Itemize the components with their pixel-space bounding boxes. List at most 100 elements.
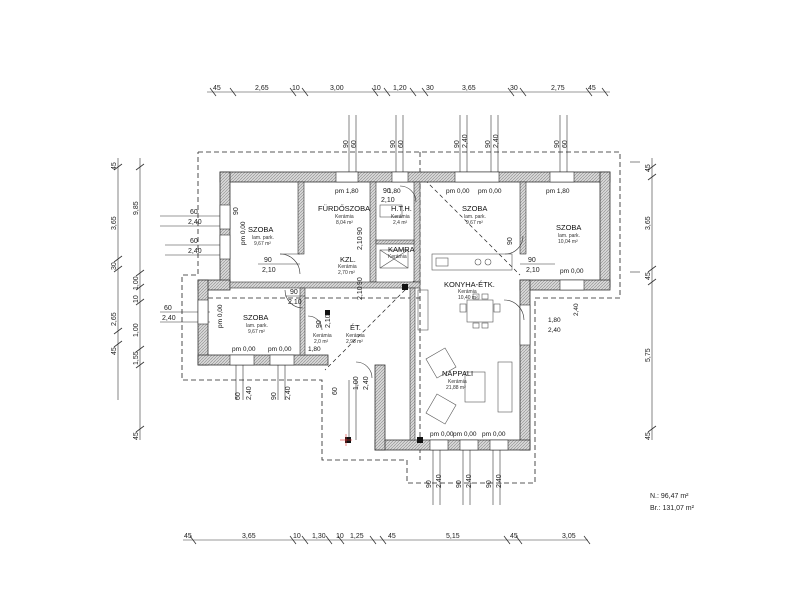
sill-14: pm 0,00 (482, 431, 506, 438)
bw-3a: 90 (426, 480, 433, 488)
room-nappali: NAPPALI Kerámia 21,88 m² (442, 369, 473, 391)
sill-5: pm 1,80 (546, 188, 570, 195)
sill-6: pm 0,00 (240, 221, 247, 245)
sill-4: pm 0,00 (478, 188, 502, 195)
svg-text:SZOBA: SZOBA (243, 313, 268, 322)
top-dim-0: 45 (213, 85, 221, 92)
bottom-dim-1: 3,65 (242, 533, 256, 540)
room-konyha-etk: KONYHA-ÉTK. Kerámia 10,40 m² (444, 280, 495, 301)
bw-4a: 90 (456, 480, 463, 488)
svg-text:Kerámia: Kerámia (346, 333, 365, 339)
top-win-4a: 90 (485, 140, 492, 148)
door-7a: 90 (507, 237, 514, 245)
top-dim-6: 30 (426, 85, 434, 92)
svg-text:lam. park.: lam. park. (246, 323, 268, 329)
svg-text:SZOBA: SZOBA (248, 225, 273, 234)
room-szoba-north-middle: SZOBA lam. park. 9,67 m² (462, 204, 487, 226)
bw-6a: 60 (332, 387, 339, 395)
lw-2a: 60 (190, 238, 198, 245)
top-dim-10: 45 (588, 85, 596, 92)
svg-text:10,04 m²: 10,04 m² (558, 239, 578, 245)
right-dim-2: 45 (645, 272, 652, 280)
right-dim-4: 45 (645, 432, 652, 440)
top-window-labels: 90 60 90 60 90 2,40 90 2,40 90 60 (343, 134, 569, 148)
door-3a: 90 (528, 257, 536, 264)
top-dim-9: 2,75 (551, 85, 565, 92)
left-dim-2: 30 (111, 262, 118, 270)
top-win-4b: 2,40 (493, 134, 500, 148)
bw-1a: 60 (235, 392, 242, 400)
left-inner-dim-2: 10 (133, 295, 140, 303)
svg-text:21,88 m²: 21,88 m² (446, 385, 466, 391)
top-dim-1: 2,65 (255, 85, 269, 92)
bw-2b: 2,40 (285, 386, 292, 400)
left-dim-0: 45 (111, 162, 118, 170)
top-window-reference-lines (348, 115, 568, 178)
left-dim-1: 3,65 (111, 216, 118, 230)
bw-5b: 2,40 (496, 474, 503, 488)
top-win-2a: 90 (390, 140, 397, 148)
gross-area: Br.: 131,07 m² (650, 505, 695, 512)
door-2b: 2,10 (381, 197, 395, 204)
bottom-dim-9: 3,05 (562, 533, 576, 540)
left-dim-3: 2,65 (111, 312, 118, 326)
area-summary: N.: 96,47 m² Br.: 131,07 m² (650, 493, 695, 512)
top-win-5b: 60 (562, 140, 569, 148)
sill-13: pm 0,00 (453, 431, 477, 438)
top-dim-2: 10 (292, 85, 300, 92)
sill-8: pm 0,00 (232, 346, 256, 353)
sill-11: pm 0,00 (560, 268, 584, 275)
bottom-dim-8: 45 (510, 533, 518, 540)
top-dim-8: 30 (510, 85, 518, 92)
door-1b: 2,10 (262, 267, 276, 274)
svg-text:Kerámia: Kerámia (388, 254, 407, 260)
room-labels: SZOBA lam. park. 9,67 m² FÜRDŐSZOBA Kerá… (243, 204, 581, 391)
top-dim-7: 3,65 (462, 85, 476, 92)
lw-1b: 2,40 (188, 219, 202, 226)
door-9a: 90 (316, 320, 323, 328)
bw-2a: 90 (271, 392, 278, 400)
svg-text:Kerámia: Kerámia (391, 214, 410, 220)
bw-6b: 1,00 (353, 376, 360, 390)
top-dim-3: 3,00 (330, 85, 344, 92)
top-dimension-chain: 45 2,65 10 3,00 10 1,20 30 3,65 30 2,75 … (207, 85, 610, 97)
top-dim-4: 10 (373, 85, 381, 92)
bathroom-fixtures (379, 204, 409, 269)
door-5b: 2,10 (357, 286, 364, 300)
top-win-3b: 2,40 (462, 134, 469, 148)
svg-text:2,98 m²: 2,98 m² (346, 339, 363, 345)
sill-7: pm 0,00 (217, 304, 224, 328)
lw-1a: 60 (190, 209, 198, 216)
room-szoba-ne: SZOBA lam. park. 10,04 m² (556, 223, 581, 245)
svg-text:9,67 m²: 9,67 m² (254, 241, 271, 247)
bottom-dimension-chain: 45 3,65 10 1,30 10 1,25 45 5,15 45 3,05 (183, 533, 591, 545)
room-small-hall: Kerámia 2,0 m² (313, 333, 332, 345)
right-dimension-chain: 45 3,65 45 5,75 45 (630, 158, 657, 440)
svg-text:lam. park.: lam. park. (464, 214, 486, 220)
room-hth: H.T.H. Kerámia 2,4 m² (391, 204, 412, 226)
top-win-5a: 90 (554, 140, 561, 148)
room-szoba-nw: SZOBA lam. park. 9,67 m² (248, 225, 274, 247)
sill-15: 1,80 (548, 317, 561, 324)
svg-text:Kerámia: Kerámia (313, 333, 332, 339)
sill-10: 1,80 (308, 346, 321, 353)
sill-labels: pm 1,80 1,80 pm 0,00 pm 0,00 pm 1,80 pm … (217, 188, 584, 438)
bw-1b: 2,40 (246, 386, 253, 400)
svg-text:Kerámia: Kerámia (338, 264, 357, 270)
svg-text:2,0 m²: 2,0 m² (314, 339, 329, 345)
bottom-dim-2: 10 (293, 533, 301, 540)
bw-6c: 2,40 (363, 376, 370, 390)
room-et: ÉT. Kerámia 2,98 m² (346, 323, 365, 345)
room-szoba-sw: SZOBA lam. park. 9,67 m² (243, 313, 268, 335)
sill-12: pm 0,00 (430, 431, 454, 438)
lw-3a: 60 (164, 305, 172, 312)
sill-2: 1,80 (388, 188, 401, 195)
column-markers (325, 284, 423, 443)
svg-text:2,4 m²: 2,4 m² (393, 220, 408, 226)
lw-3b: 2,40 (162, 315, 176, 322)
top-win-2b: 60 (398, 140, 405, 148)
door-9b: 2,10 (325, 314, 332, 328)
sill-9: pm 0,00 (268, 346, 292, 353)
bottom-window-labels: 60 2,40 90 2,40 90 2,40 90 2,40 90 2,40 … (235, 376, 503, 488)
svg-text:NAPPALI: NAPPALI (442, 369, 473, 378)
